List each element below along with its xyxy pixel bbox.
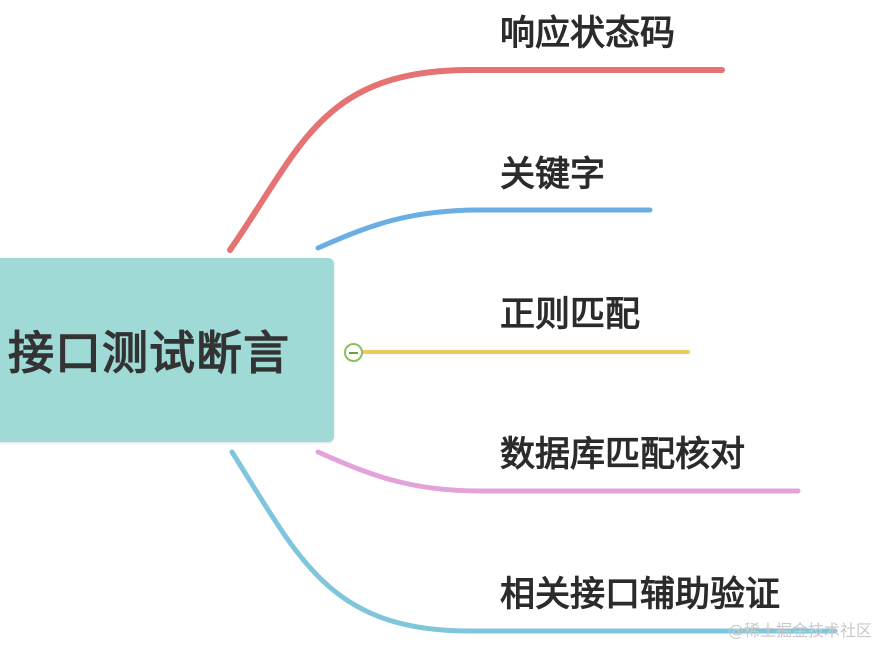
branch-label-keyword[interactable]: 关键字 <box>500 155 606 195</box>
central-topic-label: 接口测试断言 <box>8 326 290 380</box>
branch-label-related-api[interactable]: 相关接口辅助验证 <box>500 575 781 615</box>
branch-label-response-code[interactable]: 响应状态码 <box>500 14 676 54</box>
branch-label-db-check[interactable]: 数据库匹配核对 <box>500 435 746 475</box>
branch-line-keyword <box>315 207 653 251</box>
branch-line-db-check <box>315 449 801 494</box>
branch-line-response-code <box>227 67 725 253</box>
branch-label-regex[interactable]: 正则匹配 <box>500 295 641 335</box>
watermark: @稀土掘金技术社区 <box>727 621 872 640</box>
central-topic-node[interactable]: 接口测试断言 <box>0 258 334 442</box>
branch-line-related-api <box>229 449 838 634</box>
minus-circle-icon[interactable] <box>344 343 363 362</box>
